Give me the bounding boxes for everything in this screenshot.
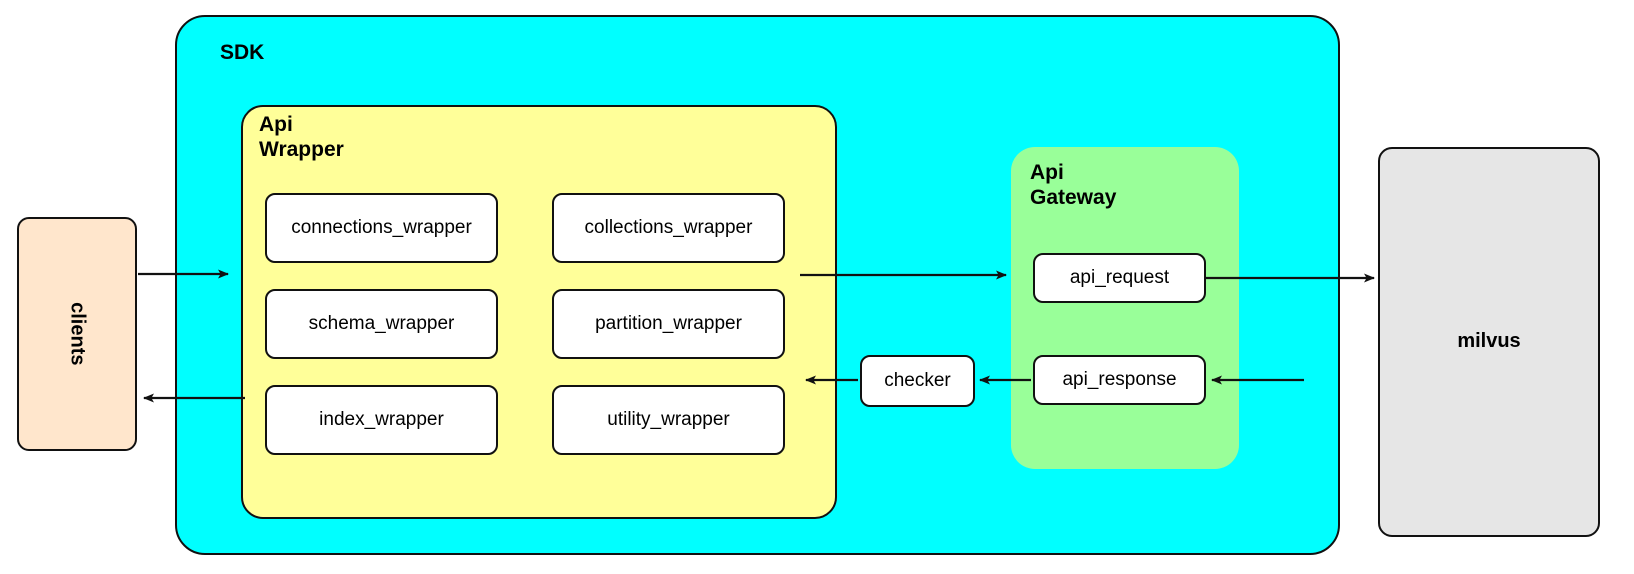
api-response-node[interactable]: api_response [1033,355,1206,405]
clients-node-label: clients [66,302,89,366]
schema-wrapper-node[interactable]: schema_wrapper [265,289,498,359]
api-gateway-container[interactable] [1011,147,1239,469]
collections-wrapper-node[interactable]: collections_wrapper [552,193,785,263]
schema-wrapper-label: schema_wrapper [308,312,455,334]
milvus-node-label: milvus [1457,330,1521,353]
clients-node[interactable]: clients [17,217,137,451]
api-request-label: api_request [1069,266,1170,288]
checker-node[interactable]: checker [860,355,975,407]
utility-wrapper-label: utility_wrapper [607,408,730,430]
index-wrapper-node[interactable]: index_wrapper [265,385,498,455]
api-response-label: api_response [1062,368,1177,390]
api-request-node[interactable]: api_request [1033,253,1206,303]
connections-wrapper-node[interactable]: connections_wrapper [265,193,498,263]
partition-wrapper-label: partition_wrapper [595,312,742,334]
partition-wrapper-node[interactable]: partition_wrapper [552,289,785,359]
collections-wrapper-label: collections_wrapper [584,216,753,238]
milvus-node[interactable]: milvus [1378,147,1600,537]
index-wrapper-label: index_wrapper [319,408,444,430]
checker-label: checker [884,369,951,391]
utility-wrapper-node[interactable]: utility_wrapper [552,385,785,455]
connections-wrapper-label: connections_wrapper [291,216,472,238]
